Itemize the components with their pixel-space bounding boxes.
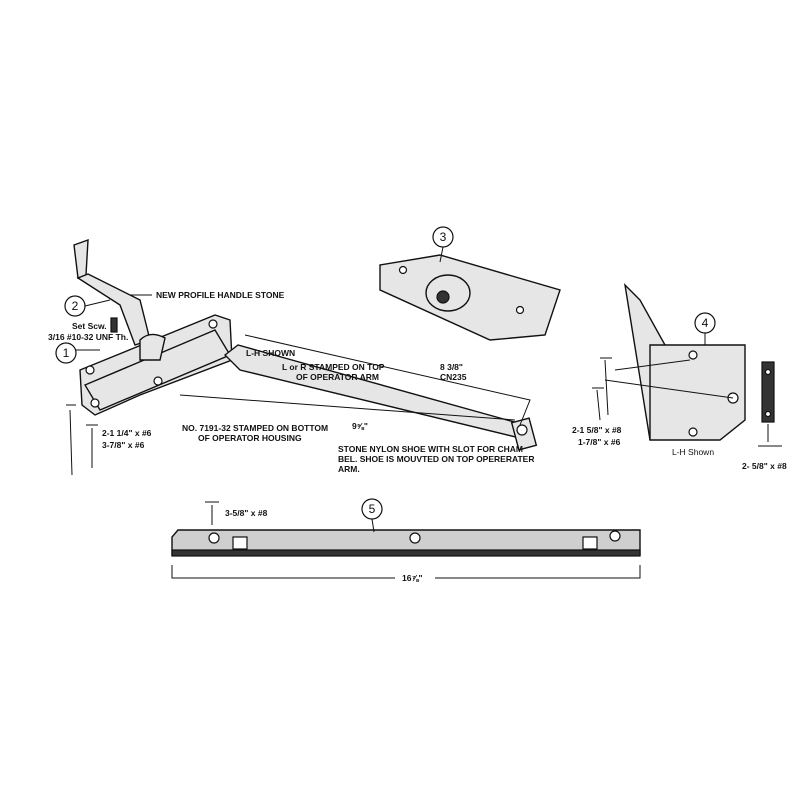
operator-arm-part (179, 334, 538, 451)
label-op-screws-2: 3-7/8" x #6 (102, 440, 145, 450)
part-3 (379, 254, 561, 341)
svg-text:4: 4 (702, 316, 709, 330)
label-shoe-1: STONE NYLON SHOE WITH SLOT FOR CHAM (338, 444, 523, 454)
callout-1: 1 (55, 342, 100, 364)
operator-housing-part (66, 314, 233, 476)
svg-text:2: 2 (72, 299, 79, 313)
label-track-dim: 16⅞" (402, 573, 423, 583)
label-dim-arm: 8 3/8" (440, 362, 463, 372)
label-shoe-3: ARM. (338, 464, 360, 474)
label-cn235: CN235 (440, 372, 467, 382)
sash-lock-part (592, 282, 782, 447)
label-set-screw: Set Scw. (72, 321, 107, 331)
callout-4: 4 (694, 312, 716, 345)
label-track-screws: 3-5/8" x #8 (225, 508, 268, 518)
svg-text:5: 5 (369, 502, 376, 516)
label-stamp-housing-2: OF OPERATOR HOUSING (198, 433, 302, 443)
track-part (171, 501, 641, 579)
label-lock-screws-2: 1-7/8" x #6 (578, 437, 621, 447)
svg-text:3: 3 (440, 230, 447, 244)
callout-5: 5 (361, 498, 383, 533)
label-dim-arm-2: 9⅝" (352, 421, 368, 431)
label-stamp-arm-1: L or R STAMPED ON TOP (282, 362, 385, 372)
label-stamp-housing-1: NO. 7191-32 STAMPED ON BOTTOM (182, 423, 328, 433)
label-shoe-2: BEL. SHOE IS MOUVTED ON TOP OPERERATER (338, 454, 534, 464)
label-stamp-arm-2: OF OPERATOR ARM (296, 372, 379, 382)
label-handle: NEW PROFILE HANDLE STONE (156, 290, 285, 300)
svg-text:1: 1 (63, 346, 70, 360)
label-lock-lh-shown: L-H Shown (672, 447, 714, 457)
callout-3: 3 (432, 226, 454, 263)
label-lh-shown: L-H SHOWN (246, 348, 295, 358)
label-op-screws-1: 2-1 1/4" x #6 (102, 428, 152, 438)
callout-2: 2 (64, 295, 111, 317)
label-keeper-screws: 2- 5/8" x #8 (742, 461, 787, 471)
label-set-screw-spec: 3/16 #10-32 UNF Th. (48, 332, 128, 342)
label-lock-screws-1: 2-1 5/8" x #8 (572, 425, 622, 435)
